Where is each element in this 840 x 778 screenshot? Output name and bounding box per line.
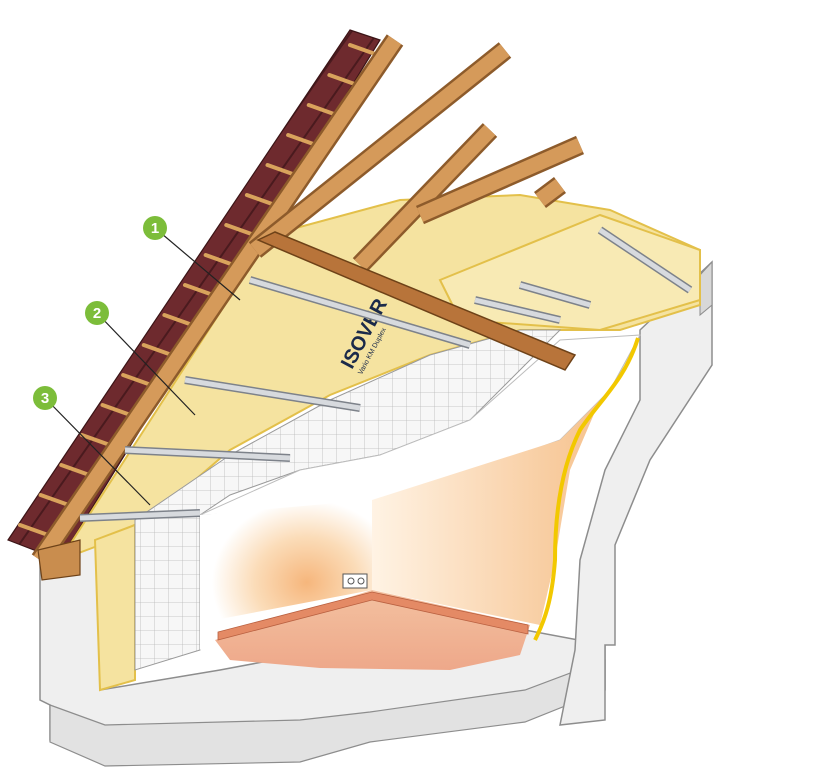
steel-profile xyxy=(124,446,291,462)
batten xyxy=(203,253,236,267)
batten xyxy=(121,373,154,387)
rafter xyxy=(534,177,566,208)
rafter xyxy=(31,34,404,566)
steel-profile xyxy=(518,281,592,309)
power-socket xyxy=(342,573,368,589)
side-wall xyxy=(372,400,600,625)
steel-profile xyxy=(597,226,693,294)
steel-profile xyxy=(184,376,361,412)
callout-number: 1 xyxy=(151,220,159,237)
skirting xyxy=(217,591,529,641)
batten xyxy=(348,43,380,57)
batten xyxy=(183,283,215,297)
yellow-seal-strip xyxy=(533,337,640,641)
callout-number: 2 xyxy=(93,305,101,322)
concrete-right-wall-top xyxy=(699,260,713,317)
callout-2: 2 xyxy=(85,301,196,416)
steel-profiles xyxy=(79,226,693,522)
rafter xyxy=(415,135,585,225)
batten xyxy=(141,343,174,357)
purlin-beam xyxy=(37,231,577,581)
batten xyxy=(79,433,112,447)
batten xyxy=(286,133,319,147)
concrete-right-wall xyxy=(559,260,713,726)
batten xyxy=(38,493,71,507)
steel-profile xyxy=(248,276,472,349)
rafter xyxy=(248,42,512,258)
callout-3: 3 xyxy=(33,386,151,506)
batten xyxy=(306,103,339,117)
steel-profile xyxy=(79,509,201,522)
batten xyxy=(18,523,50,537)
rafters xyxy=(31,34,585,566)
batten xyxy=(244,193,277,207)
insulation-knee-wall xyxy=(93,523,136,692)
back-wall xyxy=(200,500,372,650)
insulation-layer xyxy=(57,193,701,692)
rafter xyxy=(352,123,498,272)
steel-profile xyxy=(474,296,561,324)
batten xyxy=(59,463,92,477)
batten xyxy=(265,163,298,177)
batten xyxy=(224,223,257,237)
callout-number: 3 xyxy=(41,390,49,407)
interior-room xyxy=(199,334,641,670)
batten xyxy=(327,73,360,87)
callouts: 1 2 3 xyxy=(33,216,241,506)
batten xyxy=(100,403,133,417)
callout-1: 1 xyxy=(143,216,241,301)
batten xyxy=(162,313,195,327)
roof-battens xyxy=(18,43,380,537)
